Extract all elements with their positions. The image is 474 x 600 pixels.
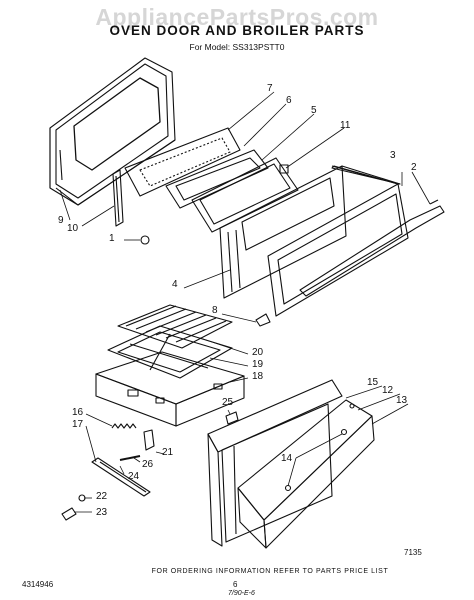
inner-glass-frame [191, 157, 299, 233]
callout-11: 11 [340, 120, 351, 131]
callout-14: 14 [281, 453, 293, 464]
door-gasket [124, 127, 241, 197]
rail-washer [61, 507, 77, 521]
handwritten-note: 7/90-E-6 [228, 590, 255, 597]
drawer-spring [111, 423, 137, 429]
broiler-door-inner [237, 399, 375, 549]
glass-clip [279, 164, 289, 174]
callout-1: 1 [109, 233, 115, 244]
callout-15: 15 [367, 377, 379, 388]
door-stop [255, 313, 271, 327]
callout-9: 9 [58, 215, 64, 226]
callout-12: 12 [382, 385, 394, 396]
door-rod [299, 199, 445, 297]
callout-20: 20 [252, 347, 264, 358]
callout-4: 4 [172, 279, 178, 290]
page-title: OVEN DOOR AND BROILER PARTS [109, 23, 365, 38]
leader-lines [59, 91, 431, 513]
broiler-door-panel [207, 379, 343, 547]
callout-19: 19 [252, 359, 264, 370]
callout-17: 17 [72, 419, 84, 430]
callout-18: 18 [252, 371, 264, 382]
outer-door-panel [49, 57, 176, 206]
callout-21: 21 [162, 447, 174, 458]
callout-2: 2 [411, 162, 417, 173]
model-line: For Model: SS313PSTT0 [189, 42, 285, 52]
ordering-note: FOR ORDERING INFORMATION REFER TO PARTS … [151, 568, 389, 575]
callout-13: 13 [396, 395, 408, 406]
callout-6: 6 [286, 95, 292, 106]
callout-10: 10 [67, 223, 79, 234]
watermark: AppliancePartsPros.com [95, 4, 379, 30]
inner-door-liner [241, 165, 409, 317]
door-handle [112, 169, 124, 227]
callout-3: 3 [390, 150, 396, 161]
page-number: 6 [233, 580, 238, 589]
figure-code: 7135 [404, 548, 422, 557]
callout-23: 23 [96, 507, 108, 518]
inner-glass-panel [219, 165, 347, 299]
callout-5: 5 [311, 105, 317, 116]
drawer-bracket [143, 429, 155, 451]
callout-25: 25 [222, 397, 234, 408]
broiler-pan [107, 325, 233, 379]
callout-24: 24 [128, 471, 140, 482]
callout-16: 16 [72, 407, 84, 418]
broiler-drawer [95, 351, 245, 427]
callout-26: 26 [142, 459, 154, 470]
callout-7: 7 [267, 83, 273, 94]
callout-22: 22 [96, 491, 108, 502]
drawer-slide-rail [91, 457, 151, 497]
window-frame [165, 149, 269, 209]
drawer-pin [119, 455, 141, 461]
callout-8: 8 [212, 305, 218, 316]
handle-screw [140, 235, 150, 245]
part-number: 4314946 [22, 580, 54, 589]
broiler-clip [225, 411, 239, 425]
